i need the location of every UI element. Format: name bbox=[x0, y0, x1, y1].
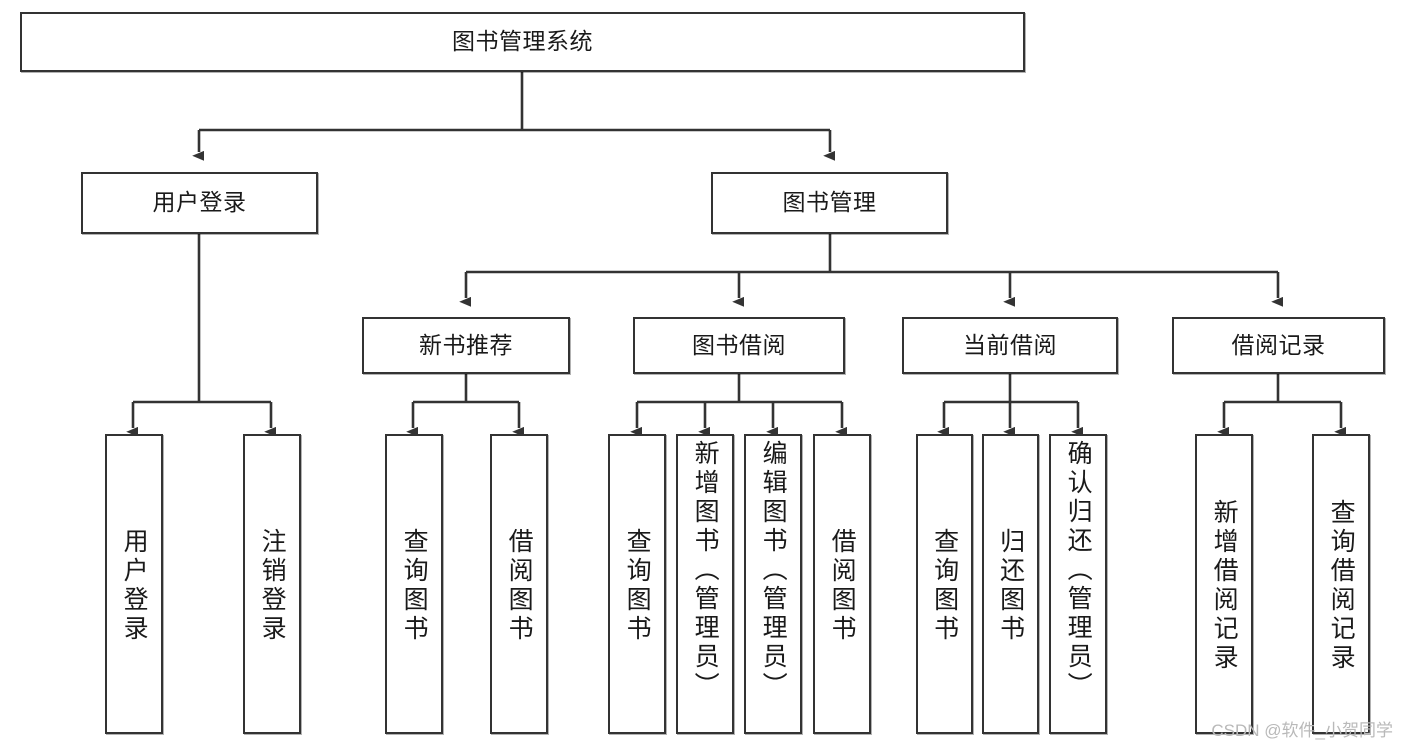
node-label: 查询图书 bbox=[930, 528, 959, 644]
node-label: 查询借阅记录 bbox=[1327, 499, 1356, 673]
leaf-current-confirm-return-admin[interactable]: 确认归还（管理员） bbox=[1049, 434, 1107, 734]
node-root-book-management-system[interactable]: 图书管理系统 bbox=[20, 12, 1025, 72]
node-label: 借阅图书 bbox=[505, 528, 534, 644]
node-borrow-records[interactable]: 借阅记录 bbox=[1172, 317, 1385, 374]
node-label: 新书推荐 bbox=[419, 331, 513, 358]
leaf-borrow-query-book[interactable]: 查询图书 bbox=[608, 434, 666, 734]
leaf-records-query-record[interactable]: 查询借阅记录 bbox=[1312, 434, 1370, 734]
node-label: 用户登录 bbox=[120, 528, 149, 644]
node-label: 用户登录 bbox=[152, 189, 247, 216]
node-label: 编辑图书（管理员） bbox=[759, 440, 788, 701]
csdn-watermark: CSDN @软件_小贺同学 bbox=[1211, 721, 1393, 740]
leaf-new-book-borrow[interactable]: 借阅图书 bbox=[490, 434, 548, 734]
node-label: 归还图书 bbox=[996, 528, 1025, 644]
leaf-records-add-record[interactable]: 新增借阅记录 bbox=[1195, 434, 1253, 734]
node-label: 图书管理系统 bbox=[452, 28, 593, 55]
node-label: 新增借阅记录 bbox=[1210, 499, 1239, 673]
leaf-borrow-borrow-book[interactable]: 借阅图书 bbox=[813, 434, 871, 734]
node-label: 查询图书 bbox=[623, 528, 652, 644]
leaf-current-query-book[interactable]: 查询图书 bbox=[916, 434, 973, 734]
node-label: 当前借阅 bbox=[963, 331, 1057, 358]
node-label: 图书管理 bbox=[782, 189, 877, 216]
node-label: 借阅记录 bbox=[1231, 331, 1326, 358]
leaf-new-book-query[interactable]: 查询图书 bbox=[385, 434, 443, 734]
leaf-borrow-edit-book-admin[interactable]: 编辑图书（管理员） bbox=[744, 434, 802, 734]
node-label: 注销登录 bbox=[258, 528, 287, 644]
node-label: 图书借阅 bbox=[692, 331, 786, 358]
leaf-user-login-logout[interactable]: 注销登录 bbox=[243, 434, 301, 734]
leaf-borrow-add-book-admin[interactable]: 新增图书（管理员） bbox=[676, 434, 734, 734]
leaf-current-return-book[interactable]: 归还图书 bbox=[982, 434, 1039, 734]
node-label: 确认归还（管理员） bbox=[1064, 440, 1093, 701]
node-user-login[interactable]: 用户登录 bbox=[81, 172, 318, 234]
node-book-management[interactable]: 图书管理 bbox=[711, 172, 948, 234]
node-label: 借阅图书 bbox=[828, 528, 857, 644]
node-label: 查询图书 bbox=[400, 528, 429, 644]
node-label: 新增图书（管理员） bbox=[691, 440, 720, 701]
leaf-user-login-login[interactable]: 用户登录 bbox=[105, 434, 163, 734]
node-book-borrow[interactable]: 图书借阅 bbox=[633, 317, 845, 374]
node-new-book-recommend[interactable]: 新书推荐 bbox=[362, 317, 570, 374]
node-current-borrow[interactable]: 当前借阅 bbox=[902, 317, 1118, 374]
